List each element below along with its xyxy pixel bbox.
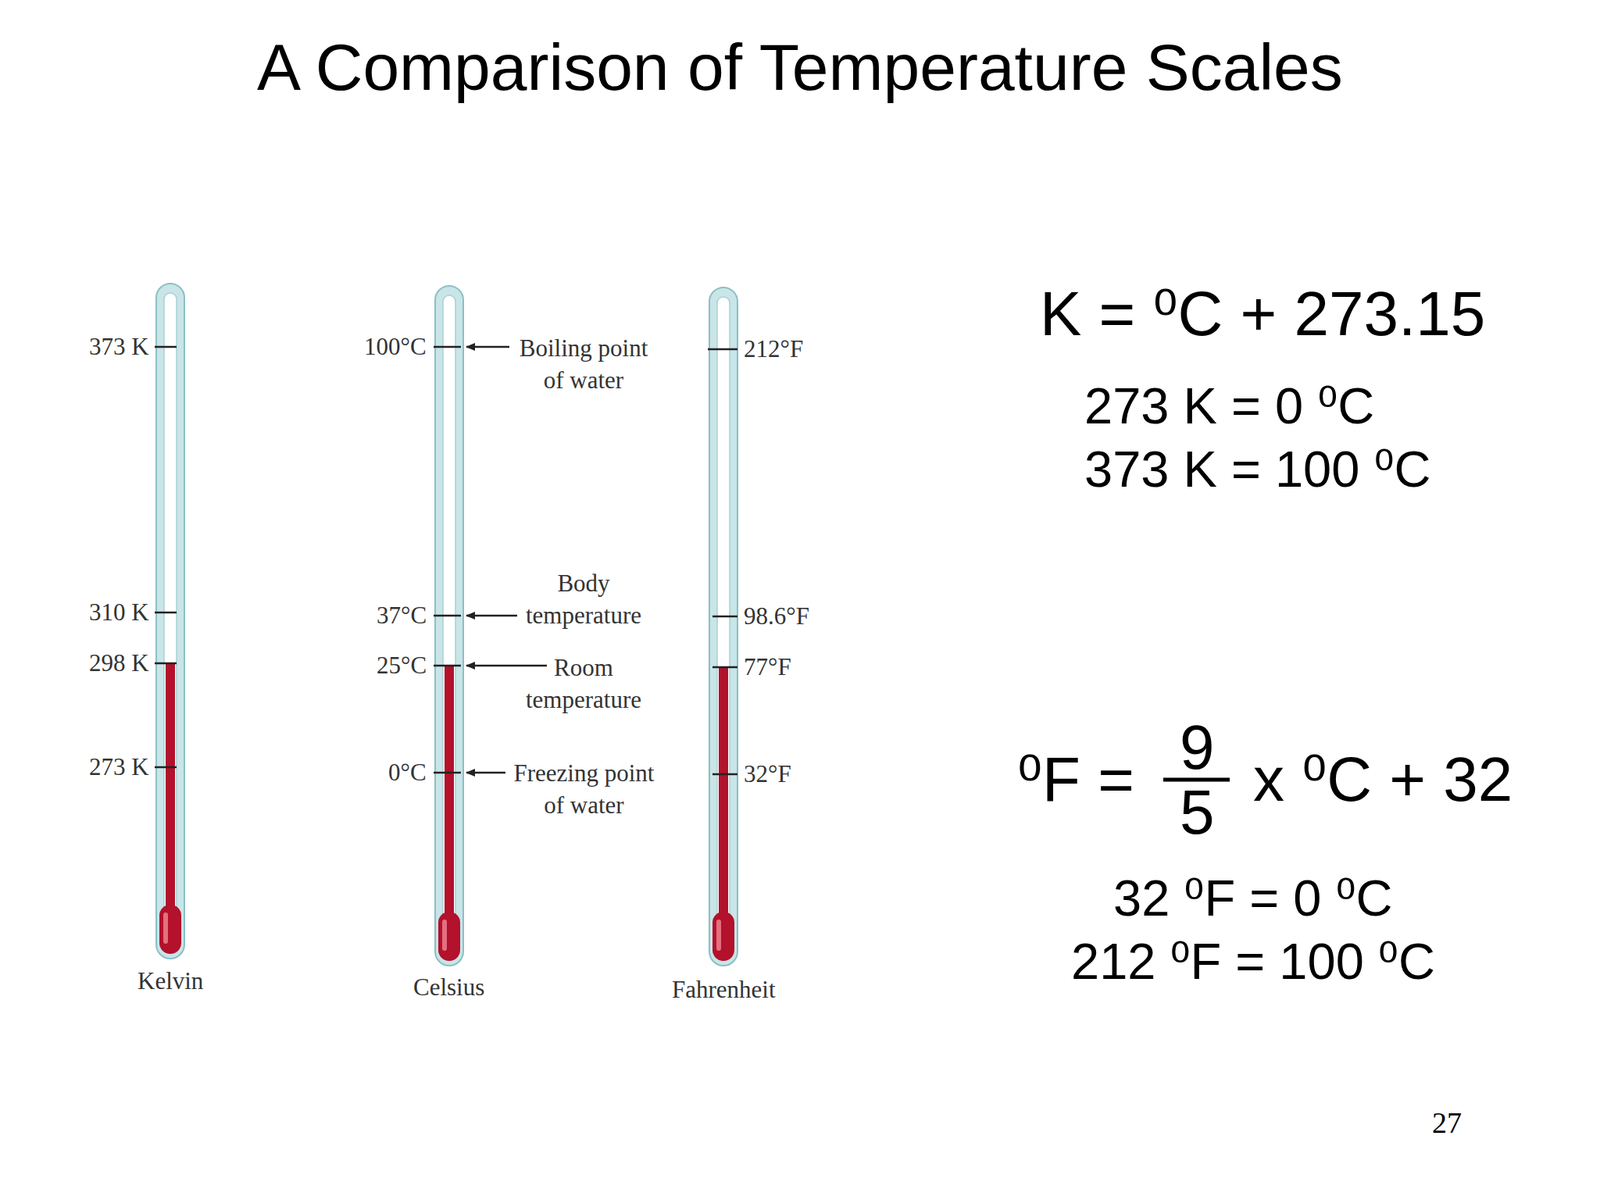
annotation: Boiling point of water (509, 332, 658, 397)
annotation: Room temperature (509, 651, 658, 716)
fraction-denominator: 5 (1179, 776, 1215, 849)
scale-value: 98.6°F (743, 602, 810, 631)
scale-value: 77°F (743, 653, 792, 682)
scale-value: 373 K (89, 332, 150, 361)
scale-name: Fahrenheit (671, 975, 776, 1004)
scale-name: Celsius (413, 973, 485, 1002)
scale-value: 273 K (89, 753, 150, 782)
equation: ⁰F = (1017, 742, 1135, 816)
tick-marks (154, 346, 738, 775)
scale-value: 25°C (376, 651, 427, 680)
equation: 32 ⁰F = 0 ⁰C (1113, 868, 1393, 928)
scale-value: 298 K (89, 649, 150, 678)
equation: K = ⁰C + 273.15 (1039, 277, 1486, 350)
scale-value: 37°C (376, 601, 427, 630)
annotation: Freezing point of water (503, 757, 665, 822)
fahrenheit-thermometer (709, 287, 738, 966)
equation: 212 ⁰F = 100 ⁰C (1071, 932, 1436, 991)
fraction-numerator: 9 (1179, 711, 1215, 784)
scale-value: 32°F (743, 760, 792, 789)
page-number: 27 (1432, 1105, 1462, 1140)
annotation: Body temperature (509, 567, 658, 632)
equation: x ⁰C + 32 (1253, 742, 1513, 816)
scale-value: 100°C (364, 332, 427, 361)
scale-value: 212°F (743, 335, 804, 364)
kelvin-thermometer (156, 283, 185, 959)
scale-value: 310 K (89, 598, 150, 627)
celsius-thermometer (435, 285, 464, 966)
equation: 273 K = 0 ⁰C (1084, 376, 1375, 436)
equation: 373 K = 100 ⁰C (1084, 439, 1431, 499)
slide-title: A Comparison of Temperature Scales (257, 29, 1343, 106)
scale-value: 0°C (388, 758, 427, 787)
scale-name: Kelvin (137, 967, 204, 996)
